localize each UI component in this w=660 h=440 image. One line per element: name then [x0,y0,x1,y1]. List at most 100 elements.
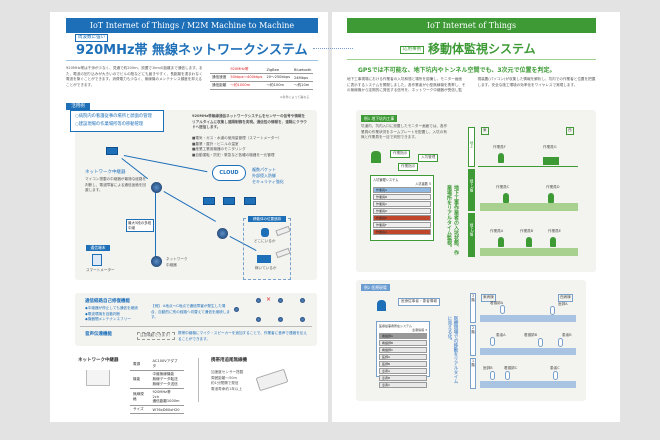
person-icon [558,338,563,347]
laptop-icon [223,197,235,205]
floor-label: 3階 [470,293,476,323]
bulldozer-icon [257,255,271,263]
worker-icon [261,228,269,237]
divider [198,358,199,402]
person-label: 医師A [558,302,568,306]
divider [80,326,312,327]
screen-row: 患者C [379,382,427,388]
direction-label: 西病棟 [558,294,573,302]
vertical-caption: 地下工事作業者の入坑状態、作業場所をリアルタイム監視。 [446,185,459,255]
diagram-bullets: ■電気・ガス・水道の使用量管理（スマートメーター）■農業・屋外・ビニルの温室■産… [192,136,282,157]
divider [66,60,318,61]
hop-note: 最大5段の多段中継 [126,219,154,232]
screen-row: 患者B [379,375,427,381]
screen-title: 入坑管理システム [373,178,399,182]
right-tag: 応用事例 [400,46,424,54]
repair-items: ◆中継器が停止しても通信を継続◆電波環境を自動判断◆機器間メンテナンスフリー [85,306,138,321]
voice-desc: 携帯中継機にマイク・スピーカーを追加することで、作業者に音声で連絡を伝えることが… [178,331,307,341]
what-label: 稼いているか [255,266,277,270]
floor-label: 地下1階 [470,179,474,192]
worker-icon [548,193,554,203]
repair-example: 【例】 A地点〜C地点で通信障害が発生した場合、自動的に別の経路へ切替えて通信を… [151,304,230,319]
product-title: ネットワーク中継器 [78,358,119,363]
worker-icon [503,193,509,203]
screen-row: 作業員F [373,222,431,228]
bulldozer-icon [543,157,559,165]
vertical-caption: 医療現場での移動をリアルタイムに見える化。 [447,316,458,384]
where-label: どこにいるか [254,239,276,243]
voice-title: 音声伝達機能 [85,332,112,337]
example1-label: 例1 地下坑内工事 [361,115,398,122]
person-icon [553,371,558,380]
direction-label: 東 [481,127,489,135]
worker-icon [526,237,532,247]
worker-label: 作業員B [520,229,534,233]
mesh-diagram: × [234,295,314,325]
right-subtitle: GPSでは不可能な、地下坑内やトンネル空間でも、3次元で位置を判定。 [358,67,556,74]
mobile-title: 移動体の位置追跡 [248,216,286,222]
left-header-bar: IoT Internet of Things / M2M Machine to … [66,18,318,33]
table-note: ※条件によって異なる [280,95,310,99]
person-icon [538,338,543,347]
relay-node-icon [217,228,228,239]
left-title: 920MHz帯 無線ネットワークシステム [76,43,308,58]
laptop-icon [203,197,215,205]
intro-text: 920MHz帯は干渉が少なく、見通で約200m、設置で1kmの距離まで通信します… [66,66,203,87]
screen-count: 患者情報 3 [412,328,427,332]
node-label: ネットワーク中継器 [166,257,188,267]
screen-row: 医師A [379,354,427,360]
person-icon [505,371,510,380]
device-label: 通信端末 [86,245,110,251]
operator-icon [371,151,381,163]
person-icon [550,306,555,315]
direction-label: 西 [566,127,574,135]
person-label: 看護師B [524,333,538,337]
screen-title: 医療従事者所在システム [379,324,412,328]
laptop-icon [106,147,118,155]
screen-row: 患者A [379,368,427,374]
relay-desc: マイコン搭載の中継器が最適な経路を判断し、電波障害による通信途絶を回避します。 [85,177,147,192]
person-icon [490,337,495,346]
screen-row: 看護師C [379,347,427,353]
worker-icon [550,237,556,247]
worker-label: 作業員G [543,145,557,149]
worker-label: 作業員A [490,229,504,233]
floor-label: 地下2階 [470,223,474,236]
floor-label: 1階 [470,358,476,389]
relay-node-icon [151,256,162,267]
worker-label: 作業員D [546,185,560,189]
example2-label: 例2 医療現場 [361,284,390,291]
example1-desc: 坑道内、坑内入口に設置したモニター画面では、各作業員の作業状況をネームプレートを… [361,124,448,139]
screen-row: 作業員A [373,187,431,193]
direction-label: 東病棟 [481,294,496,302]
divider [347,59,596,60]
usage-label: 活用例 [66,103,90,110]
right-title: 移動体監視システム [428,42,536,56]
label-box: 作業指示 [390,150,411,158]
person-label: 患者A [496,333,506,337]
worker-icon [498,237,504,247]
person-label: 患者B [562,333,572,337]
router-icon [86,370,110,386]
link-line [155,188,156,258]
screen-row: 看護師B [379,340,427,346]
usage-box: ○病院内の看護従事の場所と顔面の管理○建設現場の作業場所等の移動管理 [70,110,164,132]
left-tag: 周波数に強い [75,34,108,42]
screen-row: 作業員C [373,201,431,207]
relay-title: ネットワーク中継器 [85,170,126,175]
screen-count: 入坑者数 5 [415,182,431,186]
floor-label: 地上 [470,141,474,148]
floor-label: 2階 [470,325,476,356]
screen-row: 作業員B [373,194,431,200]
screen-row: 作業員E [373,215,431,221]
label-box: 作業指示 [398,163,419,171]
relay-node-icon [151,182,162,193]
voice-bubble: 注意喚起できます！ [137,332,176,340]
